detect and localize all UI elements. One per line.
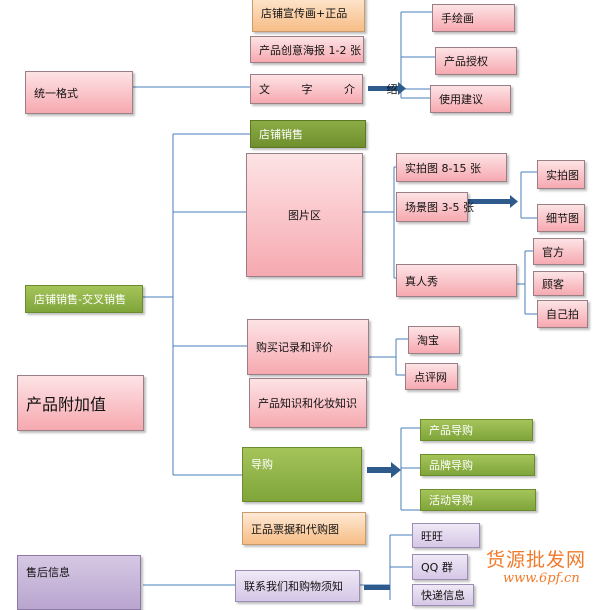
arrow-shaft [466,199,510,204]
node-brand-guide: 品牌导购 [420,454,535,476]
node-after-sales: 售后信息 [17,555,141,610]
node-label: QQ 群 [421,561,453,574]
node-contact-notice: 联系我们和购物须知 [235,570,360,602]
node-label: 导购 [251,458,273,471]
node-product-value-added: 产品附加值 [17,375,144,431]
node-shopping-guide: 导购 [242,447,362,502]
node-taobao: 淘宝 [408,326,460,354]
node-label: 产品授权 [444,55,488,68]
node-label: 实拍图 [546,168,579,182]
node-label: 店铺宣传画+正品 [261,7,348,20]
node-label: 顾客 [542,277,564,291]
node-label: 产品创意海报 1-2 张 [259,43,361,57]
node-express-info: 快递信息 [412,584,474,606]
arrow-shaft [367,467,391,473]
node-label: 手绘画 [441,12,474,25]
node-image-area: 图片区 [246,153,363,277]
node-label: 文 字 介 绍 [259,83,412,96]
node-label: 售后信息 [26,566,70,579]
node-label: 旺旺 [421,529,443,543]
node-customer: 顾客 [533,271,584,296]
node-label: 真人秀 [405,274,438,288]
node-label: 使用建议 [439,93,483,106]
node-label: 实拍图 8-15 张 [405,161,481,175]
node-label: 统一格式 [34,86,78,100]
node-promo-guide: 活动导购 [420,489,536,511]
arrow-head-icon [398,82,406,95]
node-detail-photo: 细节图 [537,204,585,232]
node-official: 官方 [533,238,584,265]
node-shop-sales: 店铺销售 [250,120,366,148]
node-label: 品牌导购 [429,459,473,472]
node-wangwang: 旺旺 [412,523,480,548]
node-dianping: 点评网 [405,363,458,390]
node-label: 细节图 [546,212,579,225]
node-genuine-receipt: 正品票据和代购图 [242,512,366,545]
node-label: 产品导购 [429,424,473,437]
arrow-head-icon [391,462,401,478]
node-label: 购买记录和评价 [256,341,333,354]
arrow-shaft [364,585,390,590]
node-label: 点评网 [414,370,447,384]
node-real-photo-count: 实拍图 8-15 张 [396,153,507,182]
node-label: 产品附加值 [26,395,107,414]
node-label: 正品票据和代购图 [251,522,339,536]
node-label: 联系我们和购物须知 [244,580,343,593]
watermark-title: 货源批发网 [486,549,587,571]
node-label: 产品知识和化妆知识 [258,397,357,410]
node-real-photo: 实拍图 [537,160,585,189]
node-uniform-format: 统一格式 [25,71,133,114]
node-qq-group: QQ 群 [412,554,468,580]
arrow-shaft [368,86,398,91]
node-product-knowledge: 产品知识和化妆知识 [249,378,367,428]
node-shop-poster: 店铺宣传画+正品 [252,0,365,32]
node-product-guide: 产品导购 [420,419,533,441]
node-scene-photo-count: 场景图 3-5 张 [396,192,474,222]
node-label: 快递信息 [421,589,465,602]
node-hand-drawing: 手绘画 [432,4,515,32]
node-text-intro: 文 字 介 绍 [250,74,398,104]
watermark-url: www.6pf.cn [503,571,580,586]
node-real-show: 真人秀 [396,264,517,297]
node-label: 活动导购 [429,494,473,507]
node-label: 店铺销售 [259,128,303,141]
node-cross-sales: 店铺销售-交叉销售 [25,285,143,313]
node-label: 自己拍 [546,308,579,321]
node-product-poster: 产品创意海报 1-2 张 [250,36,364,63]
node-usage-advice: 使用建议 [430,85,511,113]
node-label: 场景图 3-5 张 [405,201,474,214]
node-label: 官方 [542,245,564,259]
node-label: 淘宝 [417,334,439,347]
node-self-shot: 自己拍 [537,300,588,328]
node-label: 图片区 [288,209,321,222]
node-label: 店铺销售-交叉销售 [34,293,126,306]
arrow-head-icon [510,195,518,208]
node-purchase-records: 购买记录和评价 [247,319,369,375]
node-product-license: 产品授权 [435,47,517,75]
